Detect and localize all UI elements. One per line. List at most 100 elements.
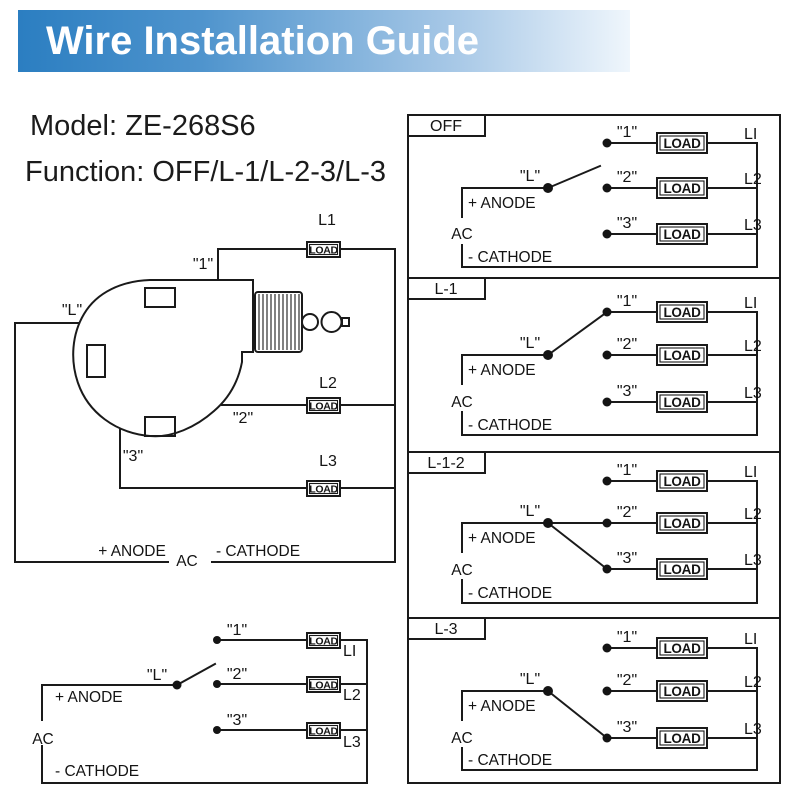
panel-l3: L-3 LOAD LOAD LOAD "L" "1": [407, 617, 781, 784]
terminal-3-label: "3": [617, 383, 637, 400]
terminal-1-label: "1": [617, 462, 637, 479]
terminal-l-label: "L": [520, 335, 540, 352]
terminal-l-label: "L": [62, 302, 82, 319]
panel-border: [407, 451, 781, 619]
pivot-dot: [543, 686, 553, 696]
chain-ball: [320, 311, 343, 333]
anode-label: + ANODE: [468, 698, 536, 715]
panel-l12: L-1-2 LOAD LOAD LOAD "L" ": [407, 451, 781, 619]
panel-load-2: LOAD: [656, 680, 708, 702]
ac-label: AC: [451, 226, 473, 243]
anode-label: + ANODE: [468, 195, 536, 212]
pivot-dot: [172, 680, 182, 690]
load-label: LOAD: [663, 684, 701, 699]
contact-dot-1: [602, 307, 612, 317]
panel-load-1: LOAD: [656, 470, 708, 492]
terminal-l-label: "L": [520, 503, 540, 520]
schematic-load-2: LOAD: [306, 676, 341, 693]
schematic-load-1: LOAD: [306, 632, 341, 649]
switch-blade: [175, 662, 217, 687]
panel-title: L-1-2: [427, 455, 464, 472]
header-banner: Wire Installation Guide: [18, 10, 630, 72]
panel-wires: [461, 142, 758, 268]
line-2-label: L2: [744, 338, 762, 355]
terminal-1-label: "1": [193, 256, 213, 273]
switch-blade: [546, 310, 609, 357]
contact-dot-3: [213, 726, 221, 734]
cathode-label: - CATHODE: [468, 752, 552, 769]
panel-wires: [461, 480, 758, 604]
contact-dot-2: [602, 518, 612, 528]
load-label: LOAD: [663, 562, 701, 577]
line-1-label: LI: [343, 643, 356, 660]
load-label: LOAD: [663, 348, 701, 363]
line-2-label: L2: [744, 506, 762, 523]
main-wiring-diagram: LOAD LOAD LOAD "L" "1" "2" "3" L1 L2 L3 …: [14, 212, 396, 570]
terminal-2-label: "2": [617, 169, 637, 186]
terminal-3-label: "3": [617, 215, 637, 232]
anode-label: + ANODE: [468, 362, 536, 379]
line-1-label: LI: [744, 631, 757, 648]
panel-load-1: LOAD: [656, 132, 708, 154]
line-2-label: L2: [744, 171, 762, 188]
terminal-screw-bottom: [144, 416, 176, 437]
cathode-label: - CATHODE: [216, 543, 300, 560]
terminal-3-label: "3": [123, 448, 143, 465]
line-1-label: LI: [744, 126, 757, 143]
switch-blade: [546, 689, 609, 740]
terminal-1-label: "1": [227, 622, 247, 639]
panel-wires: [461, 647, 758, 771]
panel-load-1: LOAD: [656, 637, 708, 659]
load-label: LOAD: [663, 641, 701, 656]
cathode-label: - CATHODE: [468, 249, 552, 266]
ac-label: AC: [451, 394, 473, 411]
panel-load-3: LOAD: [656, 558, 708, 580]
panel-border: [407, 114, 781, 279]
chain-link: [301, 313, 319, 331]
line-3-label: L3: [744, 552, 762, 569]
terminal-1-label: "1": [617, 124, 637, 141]
line-3-label: L3: [744, 385, 762, 402]
contact-dot-2: [602, 686, 612, 696]
panel-border: [407, 617, 781, 784]
load-label: LOAD: [663, 305, 701, 320]
panel-load-1: LOAD: [656, 301, 708, 323]
terminal-2-label: "2": [617, 672, 637, 689]
contact-dot-3: [602, 733, 612, 743]
contact-dot-2: [213, 680, 221, 688]
load-label: LOAD: [663, 474, 701, 489]
cathode-label: - CATHODE: [55, 763, 139, 780]
terminal-screw-top: [144, 287, 176, 308]
contact-dot-3: [602, 229, 612, 239]
panel-title: L-3: [434, 621, 457, 638]
panel-title-tab: [407, 277, 486, 300]
line-3-label: L3: [744, 217, 762, 234]
contact-dot-3: [602, 397, 612, 407]
pivot-dot: [543, 183, 553, 193]
chain-tip: [341, 317, 350, 327]
contact-dot-1: [602, 138, 612, 148]
line-3-label: L3: [343, 734, 361, 751]
contact-dot-3: [602, 564, 612, 574]
ac-label: AC: [176, 553, 198, 570]
terminal-2-label: "2": [617, 336, 637, 353]
load-label: LOAD: [309, 636, 338, 648]
line-2-label: L2: [744, 674, 762, 691]
ac-label: AC: [32, 731, 54, 748]
terminal-2-label: "2": [617, 504, 637, 521]
line-1-label: LI: [744, 464, 757, 481]
panel-l1: L-1 LOAD LOAD LOAD "L" "1": [407, 277, 781, 453]
terminal-2-label: "2": [227, 666, 247, 683]
contact-dot-1: [602, 643, 612, 653]
panel-load-2: LOAD: [656, 512, 708, 534]
schematic-wires: [41, 639, 368, 784]
load-label: LOAD: [663, 395, 701, 410]
line-2-label: L2: [343, 687, 361, 704]
panel-title: OFF: [430, 118, 462, 135]
terminal-1-label: "1": [617, 629, 637, 646]
panel-off: OFF LOAD LOAD LOAD "L" "1": [407, 114, 781, 279]
panel-load-3: LOAD: [656, 223, 708, 245]
line-1-label: L1: [318, 212, 336, 229]
contact-dot-2: [602, 350, 612, 360]
